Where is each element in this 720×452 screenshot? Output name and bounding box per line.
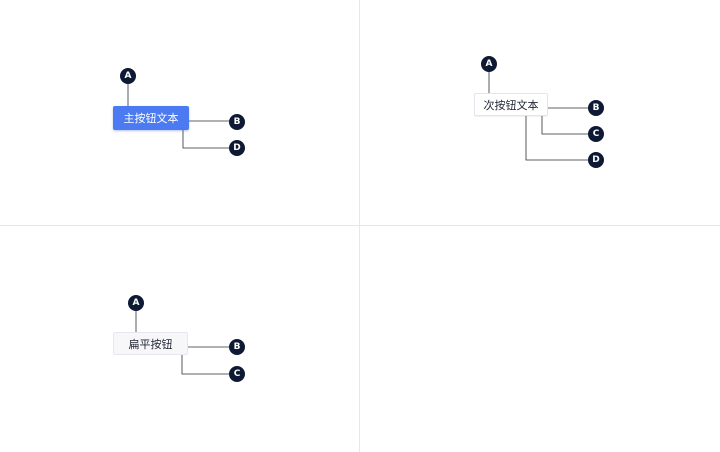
secondary-button[interactable]: 次按钮文本 [474, 93, 548, 116]
flat-button[interactable]: 扁平按钮 [113, 332, 188, 355]
marker-flat-c: C [229, 366, 245, 382]
marker-secondary-b: B [588, 100, 604, 116]
marker-secondary-a: A [481, 56, 497, 72]
marker-secondary-d: D [588, 152, 604, 168]
marker-secondary-c: C [588, 126, 604, 142]
leader-line-secondary-c [541, 116, 589, 135]
horizontal-divider [0, 225, 720, 226]
leader-line-primary-d [182, 130, 230, 149]
marker-primary-a: A [120, 68, 136, 84]
marker-primary-d: D [229, 140, 245, 156]
leader-line-flat-c [181, 355, 230, 375]
primary-button-label: 主按钮文本 [123, 112, 179, 125]
vertical-divider [359, 0, 360, 452]
marker-flat-a: A [128, 295, 144, 311]
secondary-button-label: 次按钮文本 [483, 98, 539, 112]
flat-button-label: 扁平按钮 [128, 337, 173, 351]
marker-flat-b: B [229, 339, 245, 355]
leader-line-secondary-d [525, 116, 589, 161]
primary-button[interactable]: 主按钮文本 [113, 106, 189, 130]
marker-primary-b: B [229, 114, 245, 130]
